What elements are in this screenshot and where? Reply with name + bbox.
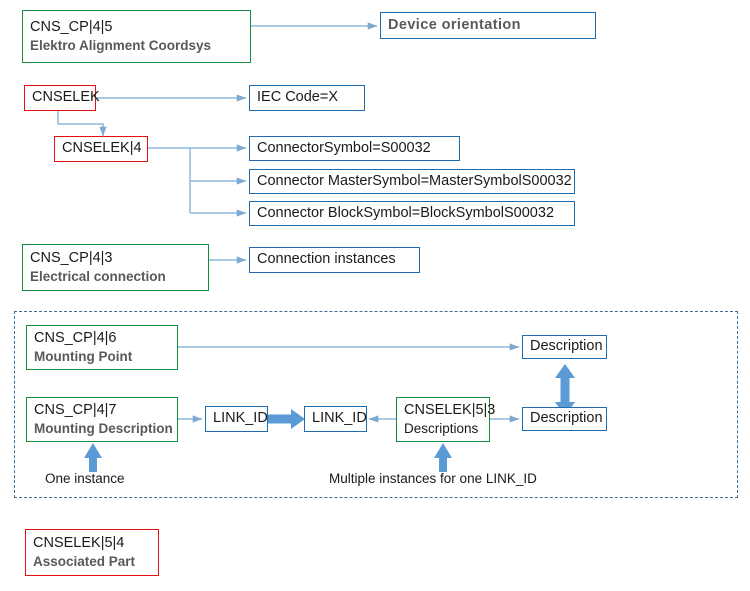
node-code: CNS_CP|4|6 <box>34 329 117 346</box>
node-cns-cp-4-6[interactable]: CNS_CP|4|6 Mounting Point <box>26 325 178 370</box>
mounting-group-region <box>14 311 738 498</box>
node-link-id-left[interactable]: LINK_ID <box>205 406 268 432</box>
node-link-id-right[interactable]: LINK_ID <box>304 406 367 432</box>
node-label: Description <box>530 338 603 355</box>
node-subtitle: Mounting Description <box>34 421 173 437</box>
node-label: Connection instances <box>257 251 396 268</box>
node-code: CNSELEK <box>32 89 100 106</box>
node-cnselek-5-4[interactable]: CNSELEK|5|4 Associated Part <box>25 529 159 576</box>
node-label: LINK_ID <box>213 410 268 427</box>
node-description-bottom[interactable]: Description <box>522 407 607 431</box>
caption-multiple-instances: Multiple instances for one LINK_ID <box>329 471 537 486</box>
node-subtitle: Associated Part <box>33 554 136 570</box>
node-code: CNSELEK|4 <box>62 140 142 157</box>
node-label: IEC Code=X <box>257 89 339 106</box>
node-cns-cp-4-5[interactable]: CNS_CP|4|5 Elektro Alignment Coordsys <box>22 10 251 63</box>
node-code: CNS_CP|4|7 <box>34 401 117 418</box>
node-connector-master-symbol[interactable]: Connector MasterSymbol=MasterSymbolS0003… <box>249 169 575 194</box>
node-device-orientation[interactable]: Device orientation <box>380 12 596 39</box>
node-label: LINK_ID <box>312 410 367 427</box>
node-subtitle: Electrical connection <box>30 269 166 285</box>
node-subtitle: Elektro Alignment Coordsys <box>30 38 212 54</box>
node-connection-instances[interactable]: Connection instances <box>249 247 420 273</box>
node-cns-cp-4-7[interactable]: CNS_CP|4|7 Mounting Description <box>26 397 178 442</box>
node-description-top[interactable]: Description <box>522 335 607 359</box>
wire-cnselek-to-cnselek4 <box>57 111 107 137</box>
node-label: Description <box>530 410 603 427</box>
node-cnselek-5-3[interactable]: CNSELEK|5|3 Descriptions <box>396 397 496 442</box>
node-label: Connector MasterSymbol=MasterSymbolS0003… <box>257 172 572 189</box>
node-cns-cp-4-3[interactable]: CNS_CP|4|3 Electrical connection <box>22 244 209 291</box>
node-code: CNS_CP|4|5 <box>30 18 113 35</box>
node-cnselek-4[interactable]: CNSELEK|4 <box>54 136 148 162</box>
node-iec-code[interactable]: IEC Code=X <box>249 85 365 111</box>
node-code: CNSELEK|5|4 <box>33 534 125 551</box>
node-label: Connector BlockSymbol=BlockSymbolS00032 <box>257 204 555 221</box>
node-connector-symbol[interactable]: ConnectorSymbol=S00032 <box>249 136 460 161</box>
node-cnselek[interactable]: CNSELEK <box>24 85 100 111</box>
node-code: CNS_CP|4|3 <box>30 249 113 266</box>
node-connector-block-symbol[interactable]: Connector BlockSymbol=BlockSymbolS00032 <box>249 201 575 226</box>
node-code: CNSELEK|5|3 <box>404 401 496 418</box>
node-label: ConnectorSymbol=S00032 <box>257 139 431 156</box>
caption-one-instance: One instance <box>45 471 125 486</box>
node-label: Device orientation <box>388 16 521 33</box>
node-subtitle: Descriptions <box>404 421 479 437</box>
node-subtitle: Mounting Point <box>34 349 133 365</box>
